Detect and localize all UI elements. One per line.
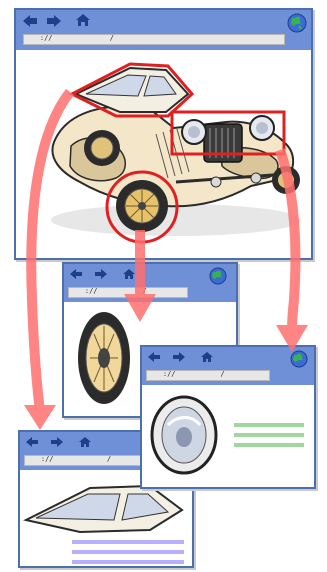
globe-icon <box>290 350 308 368</box>
headlight-window: :// / <box>140 345 316 489</box>
main-car-window: :// / <box>14 8 313 260</box>
text-line <box>72 550 184 554</box>
headlight-image <box>150 395 304 475</box>
home-icon[interactable] <box>75 13 91 27</box>
address-protocol: :// <box>23 34 57 42</box>
text-line <box>234 443 304 447</box>
car-window-image <box>23 484 184 564</box>
back-arrow-icon[interactable] <box>147 351 161 363</box>
forward-arrow-icon[interactable] <box>94 268 108 280</box>
headlights-hotspot[interactable] <box>170 110 286 156</box>
back-arrow-icon[interactable] <box>69 268 83 280</box>
text-line <box>72 540 184 544</box>
address-bar[interactable] <box>23 34 285 45</box>
spoked-wheel-image <box>78 312 130 404</box>
address-path: / <box>212 370 229 378</box>
forward-arrow-icon[interactable] <box>46 14 62 28</box>
address-protocol: :// <box>24 455 58 463</box>
address-path: / <box>90 455 116 463</box>
home-icon[interactable] <box>200 351 214 363</box>
back-arrow-icon[interactable] <box>22 14 38 28</box>
address-protocol: :// <box>146 370 180 378</box>
address-bar[interactable] <box>146 370 270 381</box>
text-line <box>72 560 184 564</box>
windshield-hotspot[interactable] <box>68 62 195 118</box>
globe-icon <box>287 13 307 33</box>
text-line <box>234 433 304 437</box>
back-arrow-icon[interactable] <box>25 436 39 448</box>
forward-arrow-icon[interactable] <box>172 351 186 363</box>
address-path: / <box>76 34 119 42</box>
globe-icon <box>209 267 227 285</box>
forward-arrow-icon[interactable] <box>50 436 64 448</box>
text-line <box>234 423 304 427</box>
home-icon[interactable] <box>78 436 92 448</box>
home-icon[interactable] <box>122 268 136 280</box>
vintage-car-image <box>51 62 301 244</box>
address-protocol: :// <box>68 287 102 295</box>
